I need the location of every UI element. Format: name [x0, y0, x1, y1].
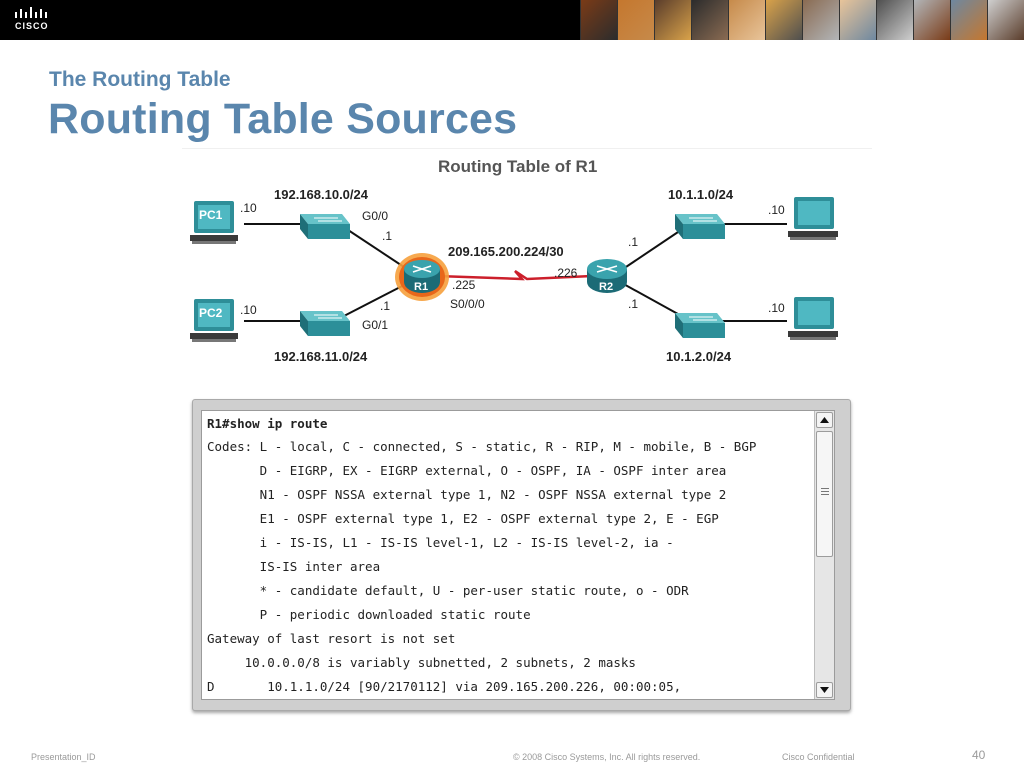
cisco-logo — [15, 7, 47, 18]
terminal-line: E1 - OSPF external type 1, E2 - OSPF ext… — [207, 511, 719, 526]
r1-g01-label: G0/1 — [362, 318, 389, 332]
header-photo — [913, 0, 950, 40]
router-r1-label: R1 — [414, 281, 429, 293]
chevron-down-icon — [820, 687, 829, 693]
header-photo — [580, 0, 617, 40]
topology-graphic — [190, 197, 838, 342]
r1-s000-ip: .225 — [452, 278, 476, 292]
link-r2-switch4 — [619, 281, 688, 320]
grip-icon — [821, 488, 829, 489]
terminal-line: N1 - OSPF NSSA external type 1, N2 - OSP… — [207, 487, 727, 502]
slide-subtitle: The Routing Table — [49, 68, 231, 91]
footer-copyright: © 2008 Cisco Systems, Inc. All rights re… — [513, 752, 701, 762]
terminal-line: D - EIGRP, EX - EIGRP external, O - OSPF… — [207, 463, 727, 478]
link-r2-switch3 — [619, 225, 688, 272]
r2-top-ip: .1 — [628, 235, 639, 249]
scroll-up-button[interactable] — [816, 412, 833, 428]
terminal-line: D 10.1.1.0/24 [90/2170112] via 209.165.2… — [207, 679, 682, 694]
terminal-output[interactable]: R1#show ip route Codes: L - local, C - c… — [201, 410, 835, 700]
footer-presentation-id: Presentation_ID — [31, 752, 96, 762]
footer-confidential: Cisco Confidential — [782, 752, 855, 762]
header-photo — [987, 0, 1024, 40]
r1-g01-ip: .1 — [380, 299, 391, 313]
terminal-line: i - IS-IS, L1 - IS-IS level-1, L2 - IS-I… — [207, 535, 674, 550]
switch2-icon — [300, 311, 350, 336]
network-label-lan3: 10.1.1.0/24 — [668, 187, 734, 202]
page-number: 40 — [972, 748, 986, 762]
logo-text: CISCO — [15, 21, 49, 31]
header-photo-strip — [580, 0, 1024, 40]
header-photo — [691, 0, 728, 40]
pc2-icon — [190, 299, 238, 342]
terminal-line: IS-IS inter area — [207, 559, 381, 574]
pc1-label: PC1 — [199, 208, 223, 222]
header-photo — [839, 0, 876, 40]
scroll-down-button[interactable] — [816, 682, 833, 698]
terminal-window: R1#show ip route Codes: L - local, C - c… — [192, 399, 851, 711]
pc1-ip: .10 — [240, 201, 257, 215]
terminal-line: Codes: L - local, C - connected, S - sta… — [207, 439, 757, 454]
pc2-label: PC2 — [199, 306, 223, 320]
pc3-icon — [788, 197, 838, 240]
serial-link — [436, 269, 593, 281]
header-photo — [728, 0, 765, 40]
pc4-icon — [788, 297, 838, 340]
pc3-ip: .10 — [768, 203, 785, 217]
switch3-icon — [675, 214, 725, 239]
terminal-line: Gateway of last resort is not set — [207, 631, 456, 646]
header-photo — [802, 0, 839, 40]
header-bar: CISCO — [0, 0, 1024, 40]
scroll-thumb[interactable] — [816, 431, 833, 557]
terminal-line: * - candidate default, U - per-user stat… — [207, 583, 689, 598]
network-label-lan1: 192.168.10.0/24 — [274, 187, 368, 202]
pc2-ip: .10 — [240, 303, 257, 317]
header-photo — [617, 0, 654, 40]
terminal-scrollbar[interactable] — [814, 411, 834, 699]
diagram-title: Routing Table of R1 — [438, 157, 598, 176]
terminal-line: R1#show ip route — [207, 416, 328, 431]
switch1-icon — [300, 214, 350, 239]
r2-serial-ip: .226 — [554, 266, 578, 280]
r1-g00-label: G0/0 — [362, 209, 389, 223]
slide-title: Routing Table Sources — [48, 95, 518, 143]
switch4-icon — [675, 313, 725, 338]
pc4-ip: .10 — [768, 301, 785, 315]
r1-g00-ip: .1 — [382, 229, 393, 243]
network-label-lan2: 192.168.11.0/24 — [274, 349, 368, 364]
network-label-wan: 209.165.200.224/30 — [448, 244, 564, 259]
r2-bottom-ip: .1 — [628, 297, 639, 311]
terminal-line: P - periodic downloaded static route — [207, 607, 531, 622]
router-r2-label: R2 — [599, 281, 614, 293]
pc1-icon — [190, 201, 238, 244]
terminal-line: 10.0.0.0/8 is variably subnetted, 2 subn… — [207, 655, 636, 670]
header-photo — [876, 0, 913, 40]
r1-s000-label: S0/0/0 — [450, 297, 485, 311]
header-photo — [950, 0, 987, 40]
router-r1-icon — [395, 253, 449, 301]
network-label-lan4: 10.1.2.0/24 — [666, 349, 732, 364]
network-diagram: Routing Table of R1 192.168.10.0/24 192.… — [182, 148, 872, 388]
router-r2-icon — [587, 259, 627, 293]
link-switch1-r1 — [341, 225, 411, 272]
chevron-up-icon — [820, 417, 829, 423]
header-photo — [654, 0, 691, 40]
header-photo — [765, 0, 802, 40]
